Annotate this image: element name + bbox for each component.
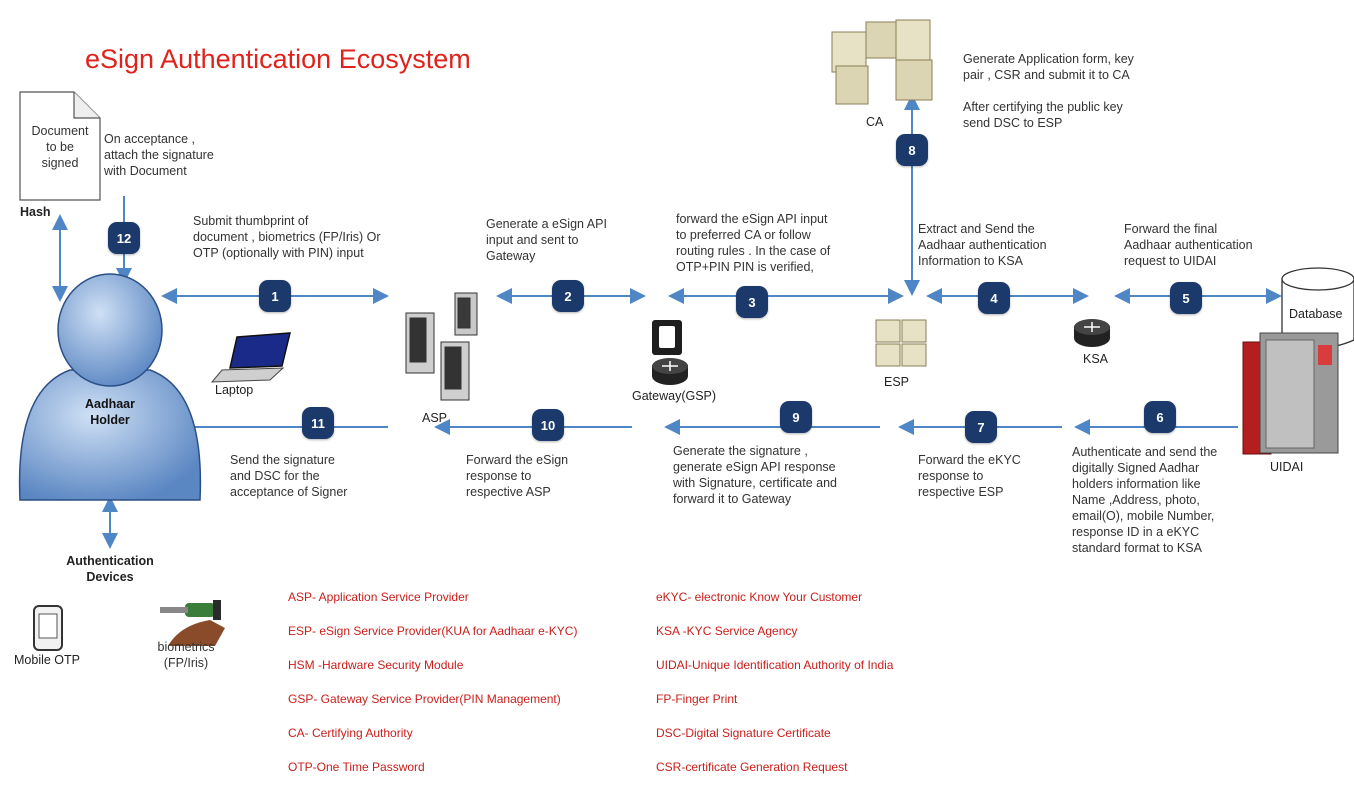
mobile-otp-label: Mobile OTP bbox=[14, 653, 80, 667]
legend-item: DSC-Digital Signature Certificate bbox=[656, 726, 831, 740]
laptop-label: Laptop bbox=[215, 383, 254, 397]
esp-label: ESP bbox=[884, 375, 910, 389]
asp-server-icon bbox=[405, 292, 478, 401]
uidai-mainframe-icon bbox=[1242, 332, 1339, 455]
ca-label: CA bbox=[866, 115, 884, 129]
note-step-12: On acceptance , attach the signature wit… bbox=[104, 132, 214, 178]
arrows-layer bbox=[18, 19, 1354, 651]
mobile-phone-icon bbox=[33, 605, 63, 651]
legend-item: ESP- eSign Service Provider(KUA for Aadh… bbox=[288, 624, 578, 638]
legend-item: CA- Certifying Authority bbox=[288, 726, 413, 740]
note-step-3: forward the eSign API input to preferred… bbox=[676, 212, 831, 274]
ca-server-icon bbox=[831, 19, 933, 105]
note-step-11: Send the signature and DSC for the accep… bbox=[230, 453, 348, 499]
legend-item: eKYC- electronic Know Your Customer bbox=[656, 590, 863, 604]
diagram-title: eSign Authentication Ecosystem bbox=[85, 44, 471, 74]
gateway-icon bbox=[652, 320, 688, 385]
note-step-7: Forward the eKYC response to respective … bbox=[918, 453, 1021, 499]
ksa-label: KSA bbox=[1083, 352, 1109, 366]
legend-item: GSP- Gateway Service Provider(PIN Manage… bbox=[288, 692, 561, 706]
step-badge-2: 2 bbox=[552, 280, 584, 312]
legend-item: HSM -Hardware Security Module bbox=[288, 658, 464, 672]
legend-item: FP-Finger Print bbox=[656, 692, 738, 706]
database-label: Database bbox=[1289, 307, 1343, 321]
legend-item: OTP-One Time Password bbox=[288, 760, 425, 774]
note-step-2: Generate a eSign API input and sent to G… bbox=[486, 217, 607, 263]
step-badge-11: 11 bbox=[302, 407, 334, 439]
note-step-8: Generate Application form, key pair , CS… bbox=[963, 52, 1134, 130]
note-step-9: Generate the signature , generate eSign … bbox=[673, 444, 837, 506]
step-badge-6: 6 bbox=[1144, 401, 1176, 433]
step-badge-1: 1 bbox=[259, 280, 291, 312]
legend-item: ASP- Application Service Provider bbox=[288, 590, 469, 604]
biometric-device-icon bbox=[160, 600, 225, 646]
aadhaar-holder-label: Aadhaar Holder bbox=[84, 397, 136, 427]
legend-left: ASP- Application Service Provider ESP- e… bbox=[288, 572, 577, 793]
legend-item: KSA -KYC Service Agency bbox=[656, 624, 798, 638]
document-label: Document to be signed bbox=[31, 124, 89, 170]
note-step-10: Forward the eSign response to respective… bbox=[466, 453, 569, 499]
step-badge-10: 10 bbox=[532, 409, 564, 441]
uidai-label: UIDAI bbox=[1270, 460, 1304, 474]
hash-label: Hash bbox=[20, 205, 51, 219]
legend-item: UIDAI-Unique Identification Authority of… bbox=[656, 658, 894, 672]
biometrics-label: biometrics (FP/Iris) bbox=[157, 640, 215, 670]
note-step-5: Forward the final Aadhaar authentication… bbox=[1124, 222, 1253, 268]
gateway-label: Gateway(GSP) bbox=[632, 389, 717, 403]
auth-devices-label: Authentication Devices bbox=[66, 554, 154, 584]
legend-item: CSR-certificate Generation Request bbox=[656, 760, 848, 774]
step-badge-3: 3 bbox=[736, 286, 768, 318]
step-badge-12: 12 bbox=[108, 222, 140, 254]
legend-right: eKYC- electronic Know Your Customer KSA … bbox=[656, 572, 893, 793]
note-step-1: Submit thumbprint of document , biometri… bbox=[193, 214, 381, 260]
note-step-4: Extract and Send the Aadhaar authenticat… bbox=[918, 222, 1047, 268]
ksa-router-icon bbox=[1074, 319, 1110, 347]
step-badge-9: 9 bbox=[780, 401, 812, 433]
esp-server-icon bbox=[875, 319, 927, 367]
step-badge-7: 7 bbox=[965, 411, 997, 443]
database-icon bbox=[1281, 267, 1354, 349]
asp-label: ASP bbox=[422, 411, 448, 425]
step-badge-5: 5 bbox=[1170, 282, 1202, 314]
step-badge-4: 4 bbox=[978, 282, 1010, 314]
document-icon bbox=[19, 91, 101, 201]
person-icon bbox=[18, 273, 202, 501]
laptop-icon bbox=[210, 332, 291, 383]
step-badge-8: 8 bbox=[896, 134, 928, 166]
note-step-6: Authenticate and send the digitally Sign… bbox=[1072, 445, 1218, 555]
